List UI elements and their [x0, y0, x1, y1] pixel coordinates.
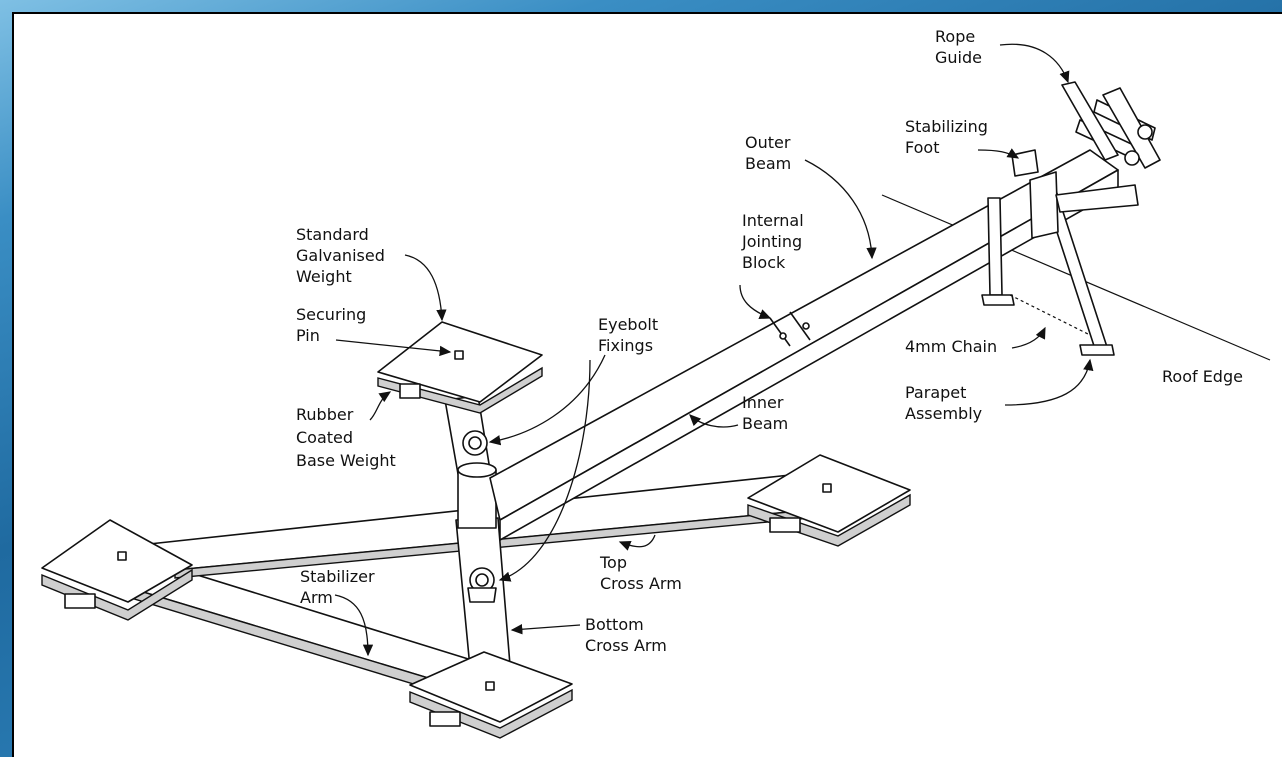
svg-text:Eyebolt: Eyebolt: [598, 315, 658, 334]
eyebolt-lower-leader: [498, 359, 591, 582]
jointing-block-leader: [739, 284, 772, 319]
svg-text:Rubber: Rubber: [296, 405, 354, 424]
label-stabilizing-foot: Stabilizing Foot: [905, 117, 988, 157]
label-roof-edge: Roof Edge: [1162, 367, 1243, 386]
svg-text:Outer: Outer: [745, 133, 791, 152]
svg-text:Rope: Rope: [935, 27, 975, 46]
svg-text:Base Weight: Base Weight: [296, 451, 396, 470]
svg-text:Coated: Coated: [296, 428, 353, 447]
svg-text:Beam: Beam: [742, 414, 788, 433]
parapet-leader: [1004, 358, 1094, 406]
svg-text:Top: Top: [599, 553, 627, 572]
label-parapet-assembly: Parapet Assembly: [905, 383, 982, 423]
bottom-cross-arm-leader: [510, 624, 581, 635]
base-column: [457, 462, 497, 529]
svg-text:Parapet: Parapet: [905, 383, 966, 402]
weight-right: [747, 454, 911, 547]
svg-text:Galvanised: Galvanised: [296, 246, 385, 265]
label-inner-beam: Inner Beam: [742, 393, 788, 433]
svg-text:Jointing: Jointing: [741, 232, 802, 251]
label-bottom-cross-arm: Bottom Cross Arm: [585, 615, 667, 655]
label-rope-guide: Rope Guide: [935, 27, 982, 67]
label-internal-jointing-block: Internal Jointing Block: [741, 211, 804, 272]
stabilizer-arm-leader: [334, 594, 374, 657]
stabilizing-foot: [1055, 184, 1139, 213]
rubber-weight-leader: [369, 391, 392, 421]
rope-guide-leader: [999, 43, 1070, 84]
svg-text:Arm: Arm: [300, 588, 333, 607]
inner-beam-leader: [689, 414, 739, 428]
svg-text:Internal: Internal: [742, 211, 804, 230]
weight-bottom: [409, 651, 573, 739]
eyebolt-upper-leader: [488, 354, 606, 446]
label-stabilizer-arm: Stabilizer Arm: [300, 567, 375, 607]
svg-text:Inner: Inner: [742, 393, 784, 412]
svg-text:Standard: Standard: [296, 225, 369, 244]
chain: [1009, 294, 1091, 336]
svg-text:Roof Edge: Roof Edge: [1162, 367, 1243, 386]
standard-weight-top: [377, 321, 543, 414]
svg-text:Guide: Guide: [935, 48, 982, 67]
label-standard-weight: Standard Galvanised Weight: [296, 225, 385, 286]
label-eyebolt-fixings: Eyebolt Fixings: [598, 315, 658, 355]
rope-guide: [1061, 81, 1161, 169]
svg-text:Stabilizing: Stabilizing: [905, 117, 988, 136]
label-top-cross-arm: Top Cross Arm: [599, 553, 682, 593]
weight-left: [41, 519, 193, 621]
outer-beam-leader: [804, 159, 877, 260]
label-rubber-base-weight: Rubber Coated Base Weight: [296, 405, 396, 470]
svg-text:Foot: Foot: [905, 138, 939, 157]
diagram-panel: [12, 12, 1282, 757]
svg-text:Block: Block: [742, 253, 786, 272]
svg-text:Weight: Weight: [296, 267, 352, 286]
label-chain: 4mm Chain: [905, 337, 997, 356]
svg-text:4mm Chain: 4mm Chain: [905, 337, 997, 356]
label-outer-beam: Outer Beam: [745, 133, 791, 173]
svg-text:Stabilizer: Stabilizer: [300, 567, 375, 586]
svg-text:Bottom: Bottom: [585, 615, 644, 634]
svg-text:Pin: Pin: [296, 326, 320, 345]
svg-text:Cross Arm: Cross Arm: [585, 636, 667, 655]
top-cross-arm-leader: [618, 534, 656, 551]
svg-text:Assembly: Assembly: [905, 404, 982, 423]
securing-pin-leader: [335, 339, 452, 357]
svg-text:Beam: Beam: [745, 154, 791, 173]
svg-text:Securing: Securing: [296, 305, 366, 324]
svg-text:Cross Arm: Cross Arm: [600, 574, 682, 593]
svg-text:Fixings: Fixings: [598, 336, 653, 355]
label-securing-pin: Securing Pin: [296, 305, 366, 345]
chain-leader: [1011, 326, 1046, 349]
standard-weight-leader: [404, 254, 447, 322]
stabilizing-foot-leader: [977, 148, 1020, 159]
